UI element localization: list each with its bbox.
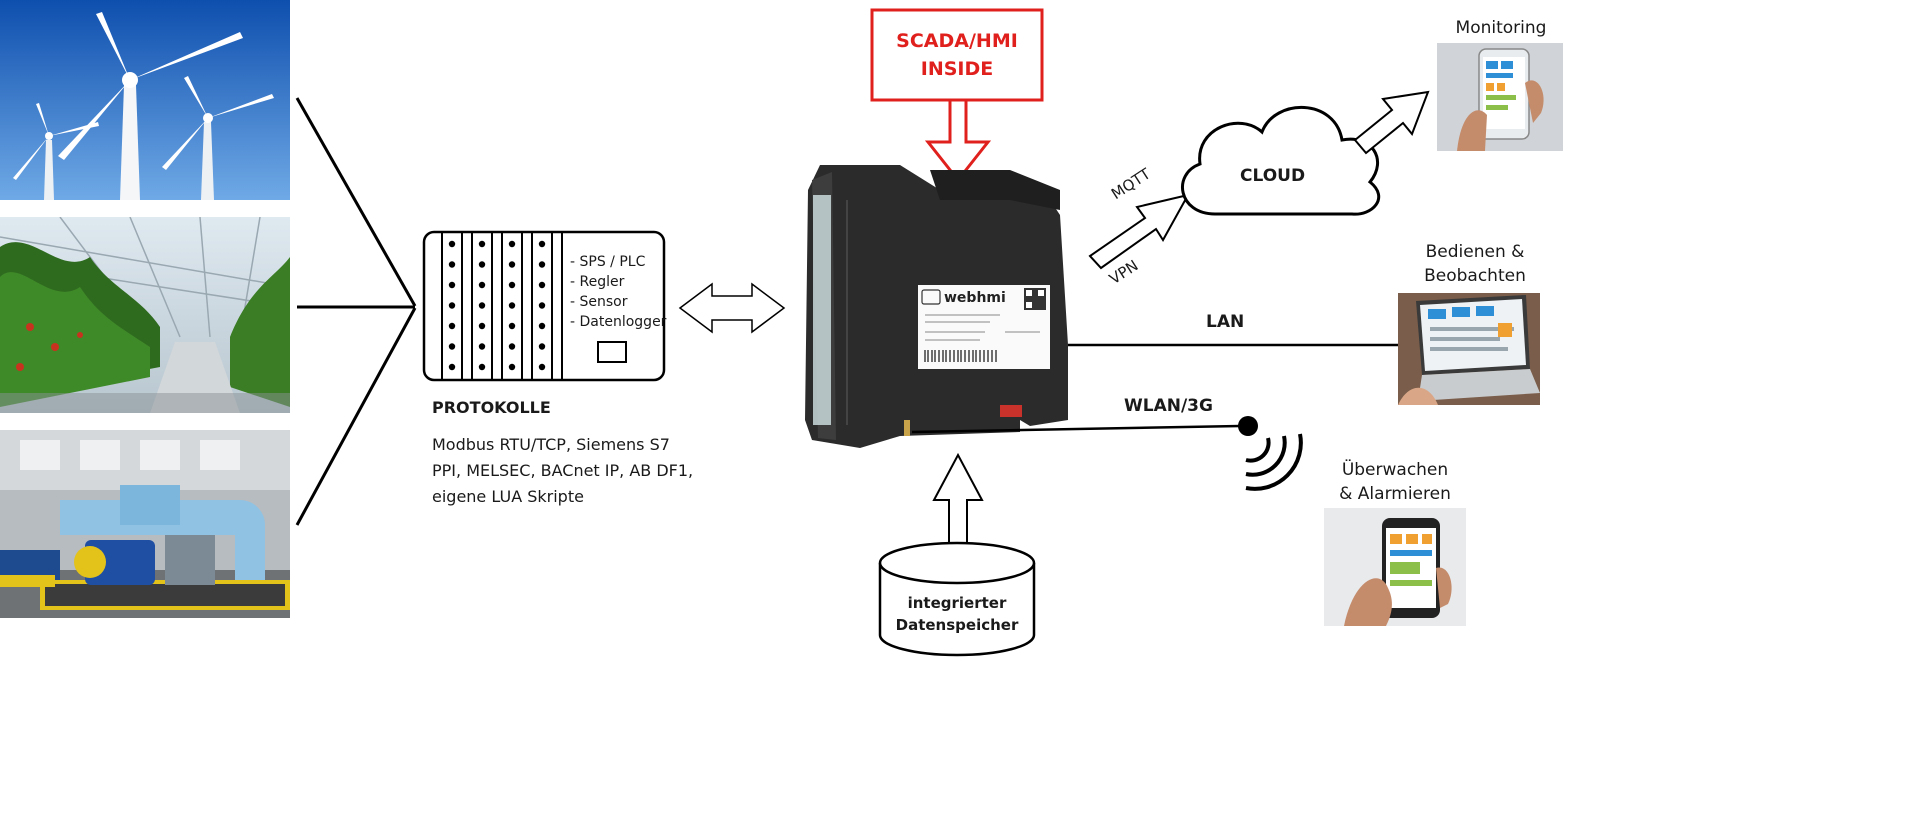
protocols-line-3: eigene LUA Skripte (432, 487, 584, 506)
card-pin-dot (538, 363, 546, 371)
card-pin-dot (508, 240, 516, 248)
card-pin-dot (478, 281, 486, 289)
card-pin-dot (448, 261, 456, 268)
monitoring-phone-photo (1437, 43, 1563, 151)
card-pin-dot (448, 363, 456, 371)
card-item-sensor: - Sensor (570, 294, 628, 310)
card-pin-dot (538, 281, 546, 289)
card-pin-dot (448, 322, 456, 330)
card-pin-dot (538, 302, 546, 309)
card-pin-dot (538, 240, 546, 248)
protocols-title: PROTOKOLLE (432, 398, 551, 417)
greenhouse-photo (0, 217, 290, 413)
operate-label-line2: Beobachten (1424, 266, 1526, 286)
wireless-signal-icon (1245, 433, 1303, 491)
card-pin-dot (448, 302, 456, 309)
card-pin-dot (508, 363, 516, 371)
cloud-shape (1181, 106, 1381, 216)
card-pin-dot (478, 302, 486, 309)
card-pin-dot (508, 343, 516, 350)
pump-station-photo (0, 430, 290, 618)
cloud-label: CLOUD (1240, 166, 1306, 186)
wlan-line (911, 424, 1241, 434)
card-pin-dot (478, 322, 486, 330)
protocol-card (422, 230, 666, 382)
protocols-line-1: Modbus RTU/TCP, Siemens S7 (432, 435, 670, 454)
protocols-description: Modbus RTU/TCP, Siemens S7 PPI, MELSEC, … (432, 432, 693, 510)
wlan-label: WLAN/3G (1124, 396, 1213, 416)
card-pin-dot (478, 261, 486, 268)
pump-to-protocols-line (295, 307, 417, 526)
lan-label: LAN (1206, 312, 1245, 332)
card-pin-dot (508, 261, 516, 268)
card-pin-dot (538, 261, 546, 268)
storage-up-arrow (932, 452, 984, 546)
card-pin-dot (448, 281, 456, 289)
card-chip-outline (597, 341, 627, 363)
alarm-label-line1: Überwachen (1341, 460, 1449, 480)
card-pin-dot (508, 302, 516, 309)
storage-label-line2: Datenspeicher (895, 616, 1019, 634)
card-pin-dot (448, 343, 456, 350)
antenna-dot (1238, 416, 1258, 436)
operate-label-line1: Bedienen & (1425, 242, 1525, 262)
card-item-controller: - Regler (570, 274, 625, 290)
card-pin-dot (478, 240, 486, 248)
scada-down-arrow (924, 98, 992, 183)
smartphone-photo (1324, 508, 1466, 626)
card-pin-dot (538, 343, 546, 350)
storage-label-line1: integrierter (907, 594, 1007, 612)
card-pin-dot (538, 322, 546, 330)
alarm-label-line2: & Alarmieren (1339, 484, 1451, 504)
webhmi-device (805, 165, 1068, 448)
card-pin-dot (508, 322, 516, 330)
operate-caption: Bedienen & Beobachten (1400, 240, 1550, 288)
device-brand-label: webhmi (944, 290, 1006, 306)
scada-label-line1: SCADA/HMI (896, 30, 1018, 52)
storage-cylinder (878, 541, 1036, 657)
alarm-caption: Überwachen & Alarmieren (1324, 458, 1466, 506)
bidirectional-arrow (678, 282, 786, 334)
card-item-plc: - SPS / PLC (570, 254, 646, 270)
card-item-datalogger: - Datenlogger (570, 314, 667, 330)
scada-box (870, 8, 1044, 102)
card-pin-dot (478, 343, 486, 350)
monitoring-label: Monitoring (1455, 18, 1547, 38)
wind-turbines-photo (0, 0, 290, 200)
card-item-list: - SPS / PLC - Regler - Sensor - Datenlog… (570, 252, 666, 332)
card-pin-dot (448, 240, 456, 248)
scada-label-line2: INSIDE (920, 58, 994, 80)
monitoring-arrow (1353, 90, 1430, 155)
laptop-photo (1398, 293, 1540, 405)
protocols-line-2: PPI, MELSEC, BACnet IP, AB DF1, (432, 461, 694, 480)
vpn-arrow (1088, 193, 1190, 270)
card-pin-dot (478, 363, 486, 371)
wind-to-protocols-line (295, 97, 417, 307)
card-pin-dot (508, 281, 516, 289)
